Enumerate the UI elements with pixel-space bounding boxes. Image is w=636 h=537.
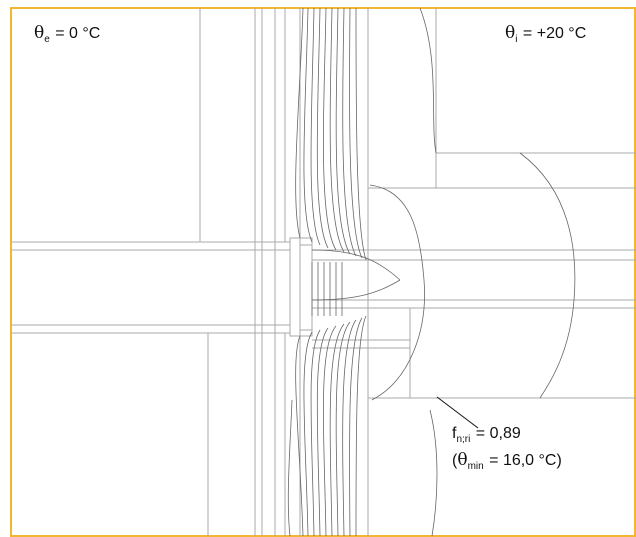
frsi-value: fn;ri = 0,89 <box>452 425 521 445</box>
construction-lines <box>12 8 636 536</box>
isotherm-lines <box>287 7 576 537</box>
diagram-border <box>10 7 636 537</box>
theta-min-value: (θmin = 16,0 °C) <box>452 450 562 472</box>
exterior-temperature-label: θe = 0 °C <box>34 23 101 45</box>
leader-line <box>436 396 479 429</box>
frsi-annotation: fn;ri = 0,89 (θmin = 16,0 °C) <box>452 423 562 477</box>
interior-temperature-label: θi = +20 °C <box>505 23 587 45</box>
